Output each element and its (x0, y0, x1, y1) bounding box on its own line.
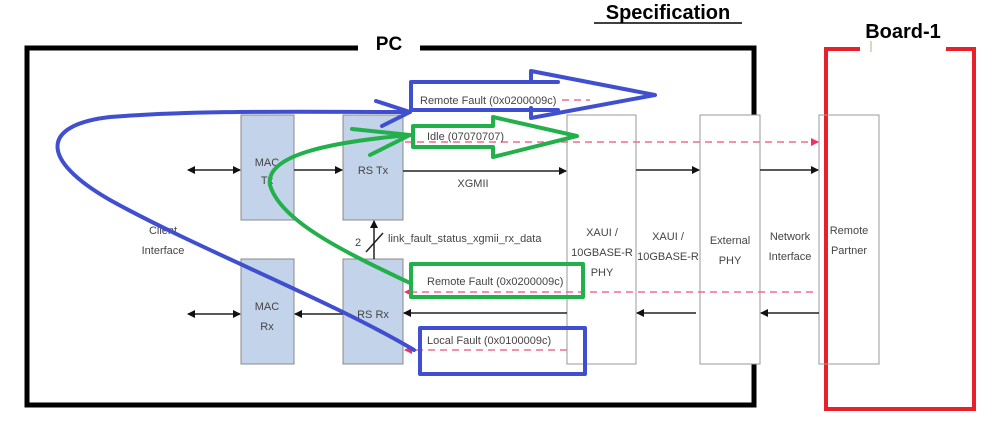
ordered-set-lines (404, 99, 819, 354)
remote-partner-block (818, 114, 880, 365)
remote-fault-rx-label: Remote Fault (0x0200009c) (427, 276, 563, 288)
xaui-link-label-2: 10GBASE-R (637, 251, 699, 263)
remote-fault-tx-highlight-arrow (409, 69, 657, 120)
xaui-phy-block (566, 114, 637, 365)
rs-tx-label: RS Tx (358, 165, 389, 177)
board-boundary (824, 47, 976, 411)
bus-slash (365, 232, 384, 253)
green-curve-arrowhead (350, 127, 412, 157)
remote-fault-to-idle-curve (267, 133, 412, 285)
idle-highlight-arrow (411, 115, 579, 159)
link-fault-label: link_fault_status_xgmii_rx_data (388, 233, 542, 245)
client-interface-label-1: Client (149, 225, 177, 237)
remote-fault-rx-highlight-box (409, 262, 585, 299)
network-interface-label-2: Interface (769, 251, 812, 263)
remote-fault-tx-label: Remote Fault (0x0200009c) (420, 95, 556, 107)
client-interface-label-2: Interface (142, 245, 185, 257)
rs-rx-label: RS Rx (357, 309, 389, 321)
local-fault-label: Local Fault (0x0100009c) (427, 335, 551, 347)
mac-tx-block (240, 114, 295, 221)
data-path-arrows (187, 166, 819, 318)
xaui-link-label-1: XAUI / (652, 231, 685, 243)
bus-width-label: 2 (355, 237, 361, 249)
blue-annotations (55, 69, 657, 376)
mac-rx-block (240, 258, 295, 365)
local-to-remote-fault-curve (55, 109, 416, 352)
external-phy-label-1: External (710, 235, 750, 247)
xaui-phy-label-2: 10GBASE-R (571, 247, 633, 259)
board-label: Board-1 (865, 21, 941, 43)
external-phy-label-2: PHY (719, 255, 742, 267)
xaui-phy-label-1: XAUI / (586, 227, 619, 239)
mac-rx-label-1: MAC (255, 301, 280, 313)
green-annotations (267, 115, 585, 299)
remote-partner-label-1: Remote (830, 225, 869, 237)
mac-tx-label-1: MAC (255, 157, 280, 169)
local-fault-highlight-box (418, 326, 587, 376)
xaui-phy-label-3: PHY (591, 267, 614, 279)
network-interface-label-1: Network (770, 231, 811, 243)
pc-boundary (24, 45, 757, 408)
pc-label: PC (376, 34, 403, 55)
specification-label: Specification (606, 2, 730, 24)
remote-partner-label-2: Partner (831, 245, 867, 257)
idle-label: Idle (07070707) (427, 131, 504, 143)
blue-curve-arrowhead (374, 99, 412, 128)
external-phy-block (699, 114, 761, 365)
xgmii-label: XGMII (457, 178, 488, 190)
mac-rx-label-2: Rx (260, 321, 274, 333)
